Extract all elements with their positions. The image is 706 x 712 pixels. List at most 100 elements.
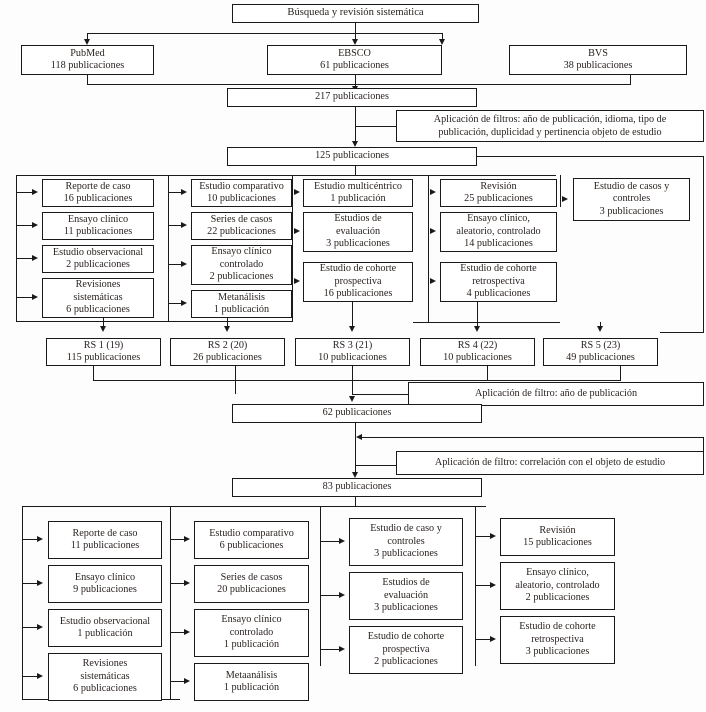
connector <box>22 506 486 507</box>
connector <box>87 75 88 84</box>
connector <box>171 632 185 633</box>
connector <box>87 84 631 85</box>
arrow-right-icon <box>339 646 345 652</box>
node-bot-revisiones-sistematicas: Revisiones sistemáticas 6 publicaciones <box>48 653 162 701</box>
node-mid-estudio-observacional: Estudio observacional 2 publicaciones <box>42 245 154 273</box>
arrow-down-icon <box>100 326 106 332</box>
arrow-right-icon <box>430 189 436 195</box>
node-count: 11 publicaciones <box>70 540 140 551</box>
node-label: Ensayo clínico, <box>526 567 589 579</box>
node-rs-1: RS 1 (19) 115 publicaciones <box>46 338 161 366</box>
node-count: 10 publicaciones <box>443 352 512 363</box>
node-count: 6 publicaciones <box>73 683 137 695</box>
node-mid-ensayo-clinico: Ensayo clínico 11 publicaciones <box>42 212 154 240</box>
node-source-pubmed: PubMed 118 publicaciones <box>21 45 154 75</box>
connector <box>630 75 631 84</box>
arrow-right-icon <box>294 228 300 234</box>
arrow-down-icon <box>352 472 358 478</box>
node-mid-ensayo-clinico-aleatorio-controlado: Ensayo clínico, aleatorio, controlado 14… <box>440 212 557 252</box>
node-count: 11 publicaciones <box>63 226 133 237</box>
arrow-right-icon <box>32 294 38 300</box>
node-source-ebsco: EBSCO 61 publicaciones <box>267 45 442 75</box>
node-label: Estudio de cohorte <box>460 263 537 275</box>
connector <box>355 33 356 41</box>
node-label: Ensayo clínico <box>67 213 129 225</box>
arrow-right-icon <box>184 629 190 635</box>
arrow-down-icon <box>474 326 480 332</box>
connector <box>169 264 182 265</box>
connector <box>170 699 180 700</box>
arrow-right-icon <box>181 189 187 195</box>
group-mid-col-2 <box>168 175 292 322</box>
node-bot-estudio-cohorte-prospectiva: Estudio de cohorte prospectiva 2 publica… <box>349 626 463 674</box>
node-label: RS 4 (22) <box>457 339 498 351</box>
node-bot-revision: Revisión 15 publicaciones <box>500 518 615 556</box>
arrow-down-icon <box>224 326 230 332</box>
node-count: 10 publicaciones <box>318 352 387 363</box>
connector <box>321 541 340 542</box>
node-bot-estudio-comparativo: Estudio comparativo 6 publicaciones <box>194 521 309 559</box>
node-label-2: controlado <box>229 626 274 638</box>
arrow-right-icon <box>339 538 345 544</box>
node-label: 217 publicaciones <box>315 91 389 103</box>
connector <box>320 506 321 666</box>
node-count: 22 publicaciones <box>207 226 276 237</box>
node-label: PubMed <box>70 47 105 59</box>
connector <box>169 192 182 193</box>
arrow-right-icon <box>37 624 43 630</box>
node-mid-estudio-multicentrico: Estudio multicéntrico 1 publicación <box>303 179 413 207</box>
connector <box>355 23 356 33</box>
node-count: 118 publicaciones <box>50 60 125 71</box>
connector <box>292 175 293 322</box>
arrow-right-icon <box>184 536 190 542</box>
arrow-right-icon <box>490 582 496 588</box>
node-count: 6 publicaciones <box>219 540 284 551</box>
node-mid-ensayo-clinico-controlado: Ensayo clínico controlado 2 publicacione… <box>191 245 292 285</box>
node-label: Metaanálisis <box>225 669 278 681</box>
connector <box>487 366 488 380</box>
node-rs-3: RS 3 (21) 10 publicaciones <box>295 338 410 366</box>
node-label: Ensayo clínico <box>221 614 282 626</box>
connector <box>600 322 601 328</box>
node-label: EBSCO <box>338 47 371 59</box>
node-label-2: controlado <box>219 258 264 270</box>
arrow-right-icon <box>430 278 436 284</box>
node-count: 2 publicaciones <box>66 259 130 270</box>
node-total-125: 125 publicaciones <box>227 147 477 166</box>
node-label-2: evaluación <box>335 225 381 237</box>
node-label: Series de casos <box>210 213 273 225</box>
node-label: Estudio observacional <box>59 615 151 627</box>
connector <box>23 539 38 540</box>
note-filter-3: Aplicación de filtro: correlación con el… <box>396 451 704 475</box>
node-count: 2 publicaciones <box>525 592 590 604</box>
node-count: 1 publicación <box>223 682 280 693</box>
node-mid-reporte-de-caso: Reporte de caso 16 publicaciones <box>42 179 154 207</box>
node-count: 115 publicaciones <box>66 352 141 363</box>
arrow-left-icon <box>356 434 362 440</box>
arrow-right-icon <box>37 536 43 542</box>
note-filter-2: Aplicación de filtro: año de publicación <box>408 382 704 406</box>
node-count: 61 publicaciones <box>320 60 389 71</box>
node-label-2: prospectiva <box>382 643 430 655</box>
connector <box>168 175 169 322</box>
node-mid-revision: Revisión 25 publicaciones <box>440 179 557 207</box>
node-label: Ensayo clínico <box>74 571 136 583</box>
node-count: 3 publicaciones <box>374 548 438 560</box>
node-label-2: evaluación <box>383 589 429 601</box>
arrow-right-icon <box>32 189 38 195</box>
node-label: Estudio observacional <box>52 246 144 258</box>
node-label: Revisiones <box>82 658 128 670</box>
connector <box>428 175 429 322</box>
arrow-right-icon <box>490 533 496 539</box>
connector <box>23 676 38 677</box>
node-label: Revisiones <box>75 279 121 291</box>
note-line-1: Aplicación de filtro: año de publicación <box>474 388 638 400</box>
connector <box>87 33 88 41</box>
node-label: 62 publicaciones <box>322 407 392 419</box>
node-count: 3 publicaciones <box>599 205 664 217</box>
node-label: Estudio de cohorte <box>519 621 596 633</box>
node-label: Revisión <box>539 524 576 536</box>
node-label: Ensayo clínico <box>211 246 272 258</box>
node-bot-estudio-cohorte-retrospectiva: Estudio de cohorte retrospectiva 3 publi… <box>500 616 615 664</box>
node-label: Reporte de caso <box>72 527 138 539</box>
